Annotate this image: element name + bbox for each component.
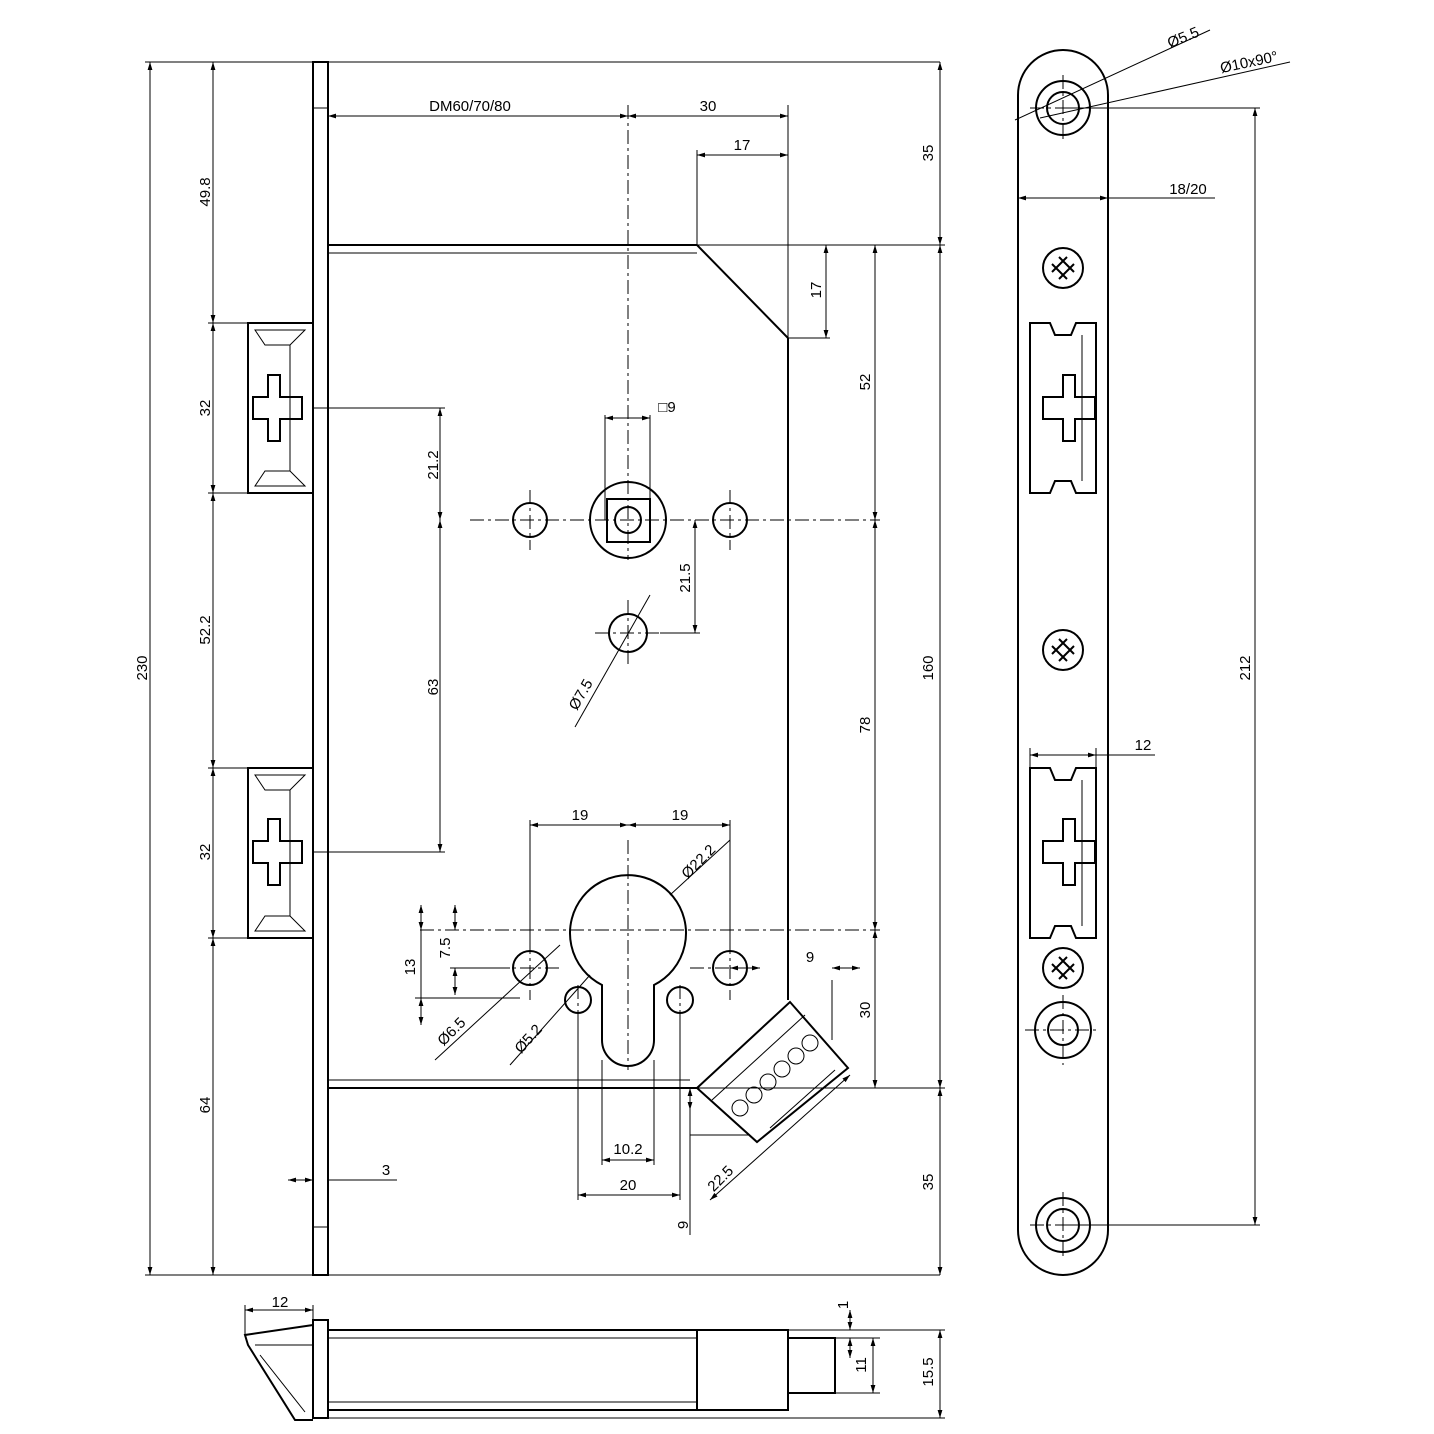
dim-right-35-top: 35 bbox=[920, 145, 937, 162]
dim-20: 20 bbox=[620, 1177, 637, 1194]
dim-backset: DM60/70/80 bbox=[429, 98, 511, 115]
dim-top-17: 17 bbox=[734, 137, 751, 154]
dim-63: 63 bbox=[425, 679, 442, 696]
dim-spindle: □9 bbox=[658, 399, 675, 416]
dim-width: 18/20 bbox=[1169, 181, 1207, 198]
dim-9-right: 9 bbox=[806, 949, 814, 966]
dim-faceplate: 3 bbox=[382, 1162, 390, 1179]
dim-countersink: Ø10x90° bbox=[1219, 48, 1280, 77]
dim-7-5: 7.5 bbox=[437, 938, 454, 959]
dim-19-right: 19 bbox=[672, 807, 689, 824]
dim-latch-12: 12 bbox=[1135, 737, 1152, 754]
dim-left-5: 64 bbox=[197, 1097, 214, 1114]
front-view-labels: 230 49.8 32 52.2 32 64 3 DM60/70/80 30 1… bbox=[134, 98, 937, 1229]
dim-right-160: 160 bbox=[920, 655, 937, 680]
dim-9-bottom: 9 bbox=[675, 1221, 692, 1229]
dim-21-5: 21.5 bbox=[677, 563, 694, 592]
dim-left-1: 49.8 bbox=[197, 177, 214, 206]
cross-icon bbox=[252, 818, 303, 886]
screw-icon bbox=[1042, 947, 1084, 989]
dim-22-5: 22.5 bbox=[704, 1162, 737, 1195]
dim-bottom-1: 1 bbox=[835, 1301, 852, 1309]
side-view bbox=[1014, 29, 1291, 1276]
dim-left-3: 52.2 bbox=[197, 615, 214, 644]
dim-bottom-latch-12: 12 bbox=[272, 1294, 289, 1311]
cylinder-cutout bbox=[569, 874, 687, 1067]
bottom-view-labels: 12 1 11 15.5 bbox=[272, 1294, 937, 1387]
dim-right-30: 30 bbox=[857, 1002, 874, 1019]
dim-bottom-11: 11 bbox=[853, 1357, 870, 1373]
dim-left-4: 32 bbox=[197, 844, 214, 861]
dim-cyl-22-2: Ø22.2 bbox=[678, 841, 719, 882]
dim-19-left: 19 bbox=[572, 807, 589, 824]
screw-icon bbox=[1042, 629, 1084, 671]
dim-hole-5-2: Ø5.2 bbox=[511, 1021, 545, 1057]
latch-opening-upper bbox=[1029, 322, 1097, 494]
dim-bottom-15-5: 15.5 bbox=[920, 1357, 937, 1386]
dim-hole-7-5: Ø7.5 bbox=[566, 676, 597, 713]
bottom-view bbox=[243, 1305, 945, 1421]
dim-overall-height: 230 bbox=[134, 655, 151, 680]
latch-opening-lower bbox=[1029, 767, 1097, 939]
dim-chamfer-17: 17 bbox=[808, 282, 825, 299]
dim-right-78: 78 bbox=[857, 717, 874, 734]
faceplate-front bbox=[1017, 49, 1109, 1276]
dim-13: 13 bbox=[402, 959, 419, 976]
faceplate bbox=[312, 61, 329, 1276]
latch-lower bbox=[247, 767, 313, 939]
cross-icon bbox=[252, 374, 303, 442]
screw-icon bbox=[1042, 247, 1084, 289]
dim-top-30: 30 bbox=[700, 98, 717, 115]
dim-left-2: 32 bbox=[197, 400, 214, 417]
dim-right-52: 52 bbox=[857, 374, 874, 391]
latch-upper bbox=[247, 322, 313, 494]
lock-case bbox=[328, 244, 789, 1089]
dim-21-2: 21.2 bbox=[425, 450, 442, 479]
dim-hole-5-5: Ø5.5 bbox=[1165, 24, 1202, 52]
dim-right-35-bottom: 35 bbox=[920, 1174, 937, 1191]
dim-10-2: 10.2 bbox=[613, 1141, 642, 1158]
dim-hole-spacing: 212 bbox=[1237, 655, 1254, 680]
bolt-block bbox=[695, 1000, 850, 1144]
front-view bbox=[145, 61, 945, 1276]
side-view-labels: Ø5.5 Ø10x90° 18/20 212 12 bbox=[1135, 24, 1280, 754]
